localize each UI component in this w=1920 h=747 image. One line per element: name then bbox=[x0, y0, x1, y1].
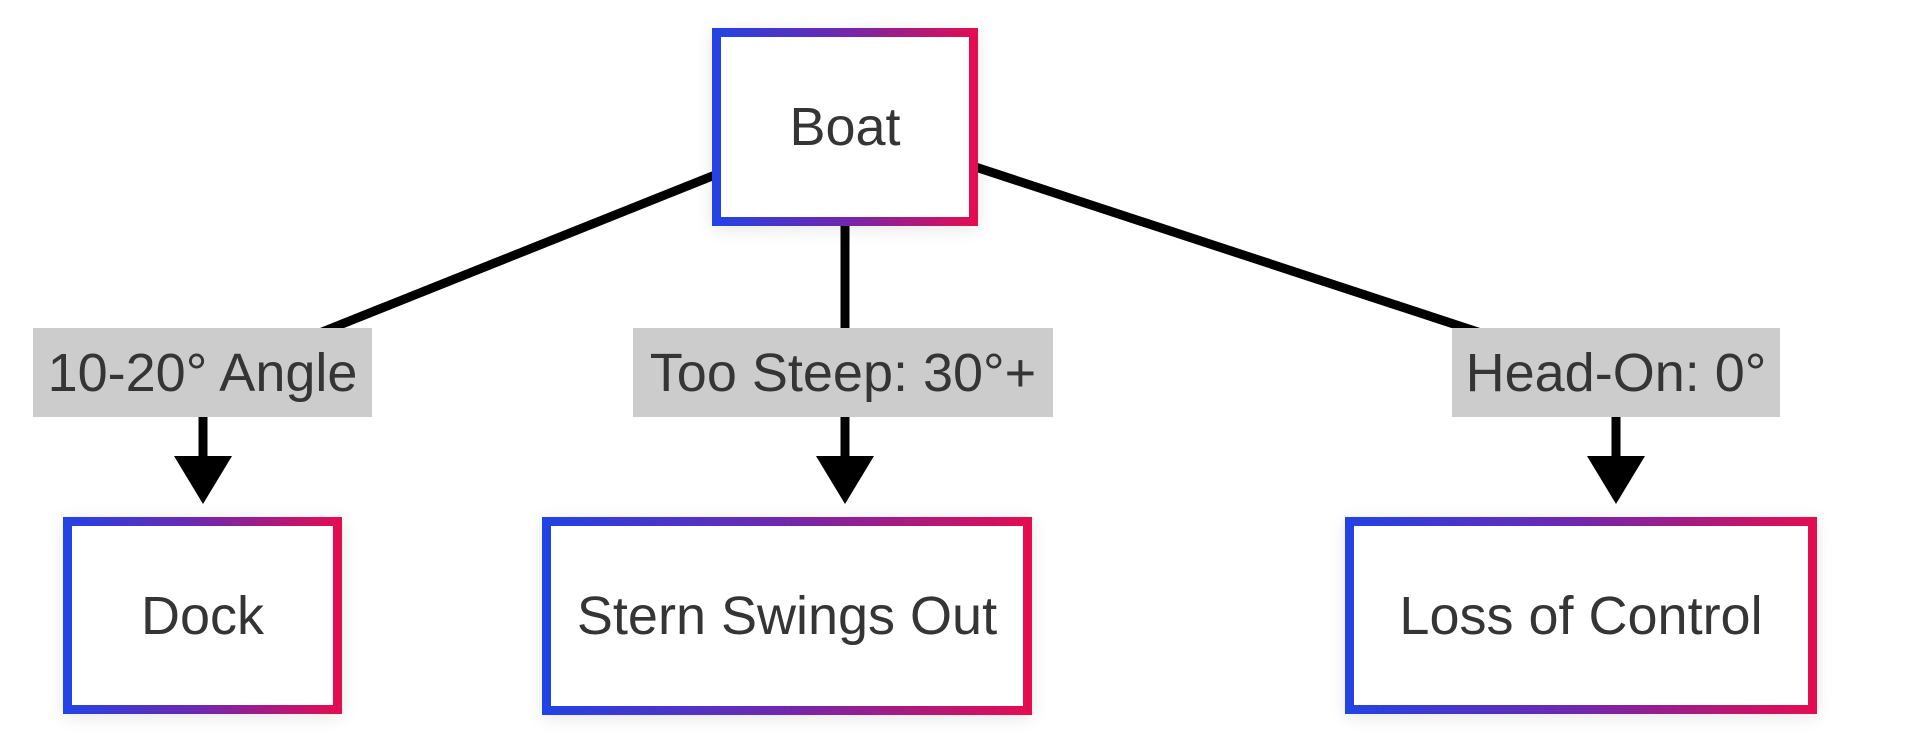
arrowhead-icon-dock bbox=[174, 456, 232, 504]
node-loss-of-control-label: Loss of Control bbox=[1354, 526, 1808, 705]
edge-line-boat-to-angle-label bbox=[317, 158, 750, 337]
node-boat-label: Boat bbox=[721, 37, 969, 217]
node-dock: Dock bbox=[63, 517, 342, 714]
node-stern-swings-out: Stern Swings Out bbox=[542, 517, 1032, 715]
node-stern-swings-out-label: Stern Swings Out bbox=[551, 526, 1023, 706]
node-boat: Boat bbox=[712, 28, 978, 226]
arrowhead-icon-loss bbox=[1587, 456, 1645, 504]
arrowhead-icon-stern bbox=[816, 456, 874, 504]
edge-label-angle: 10-20° Angle bbox=[33, 328, 372, 417]
edge-line-boat-to-headon-label bbox=[940, 152, 1483, 337]
edge-label-too-steep: Too Steep: 30°+ bbox=[633, 328, 1053, 417]
node-dock-label: Dock bbox=[72, 526, 333, 705]
edge-label-head-on: Head-On: 0° bbox=[1452, 328, 1780, 417]
node-loss-of-control: Loss of Control bbox=[1345, 517, 1817, 714]
